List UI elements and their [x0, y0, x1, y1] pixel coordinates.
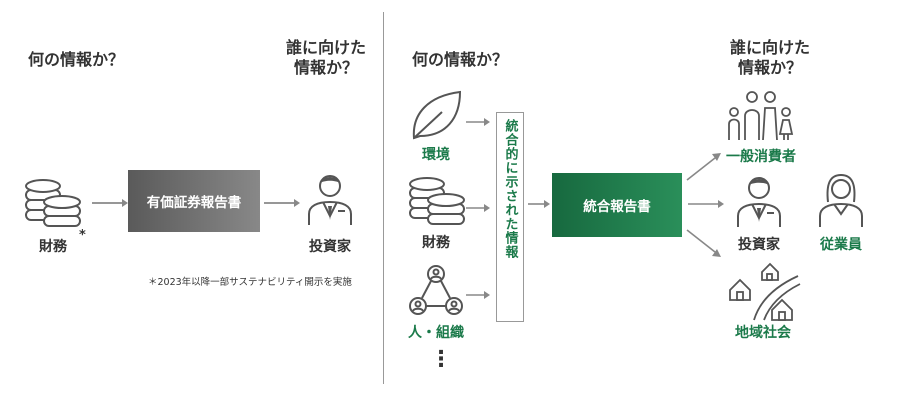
- arrow-report-to-investor: [264, 199, 300, 207]
- right-investor-label: 投資家: [738, 237, 780, 253]
- footnote: ＊2023年以降一部サステナビリティ開示を実施: [148, 277, 352, 288]
- investor-icon-right: [737, 177, 781, 227]
- finance-asterisk: *: [79, 228, 86, 243]
- employees-label: 従業員: [820, 237, 862, 253]
- right-heading-who-line2: 情報か？: [737, 58, 802, 77]
- arrow-finance-to-report: [92, 199, 128, 207]
- coins-icon: [25, 179, 81, 227]
- family-icon: [728, 91, 794, 141]
- integrated-report-box: 統合報告書: [552, 173, 682, 237]
- coins-icon-right: [409, 177, 465, 225]
- right-heading-who: 誰に向けた 情報か？: [720, 38, 820, 78]
- employee-icon: [819, 173, 863, 227]
- section-divider: [383, 12, 384, 384]
- arrow-people-to-integrated: [466, 291, 490, 299]
- right-finance-label: 財務: [422, 235, 450, 251]
- left-finance-label: 財務: [39, 239, 67, 255]
- community-label: 地域社会: [735, 325, 791, 341]
- community-icon: [729, 262, 801, 321]
- arrow-to-community: [686, 229, 721, 257]
- left-investor-label: 投資家: [309, 239, 351, 255]
- environment-label: 環境: [422, 147, 450, 163]
- right-heading-what: 何の情報か？: [412, 50, 509, 69]
- more-items-dots: ⋮: [430, 347, 452, 372]
- general-public-label: 一般消費者: [726, 149, 796, 165]
- leaf-icon: [412, 90, 462, 140]
- left-heading-what: 何の情報か？: [28, 50, 125, 69]
- arrow-to-integrated-report: [528, 200, 550, 208]
- integrated-info-box: 統合的に示された情報: [496, 112, 524, 322]
- left-heading-who: 誰に向けた 情報か？: [276, 38, 376, 78]
- people-network-icon: [409, 265, 463, 315]
- arrow-to-investor: [688, 200, 724, 208]
- arrow-environment-to-integrated: [466, 118, 490, 126]
- arrow-to-general-public: [686, 153, 721, 181]
- people-org-label: 人・組織: [408, 325, 464, 341]
- right-heading-who-line1: 誰に向けた: [729, 38, 810, 57]
- securities-report-box: 有価証券報告書: [128, 170, 260, 232]
- investor-icon: [308, 175, 352, 225]
- arrow-finance-to-integrated: [466, 204, 490, 212]
- left-heading-who-line2: 情報か？: [293, 58, 358, 77]
- integrated-info-text: 統合的に示された情報: [502, 119, 518, 259]
- left-heading-who-line1: 誰に向けた: [285, 38, 366, 57]
